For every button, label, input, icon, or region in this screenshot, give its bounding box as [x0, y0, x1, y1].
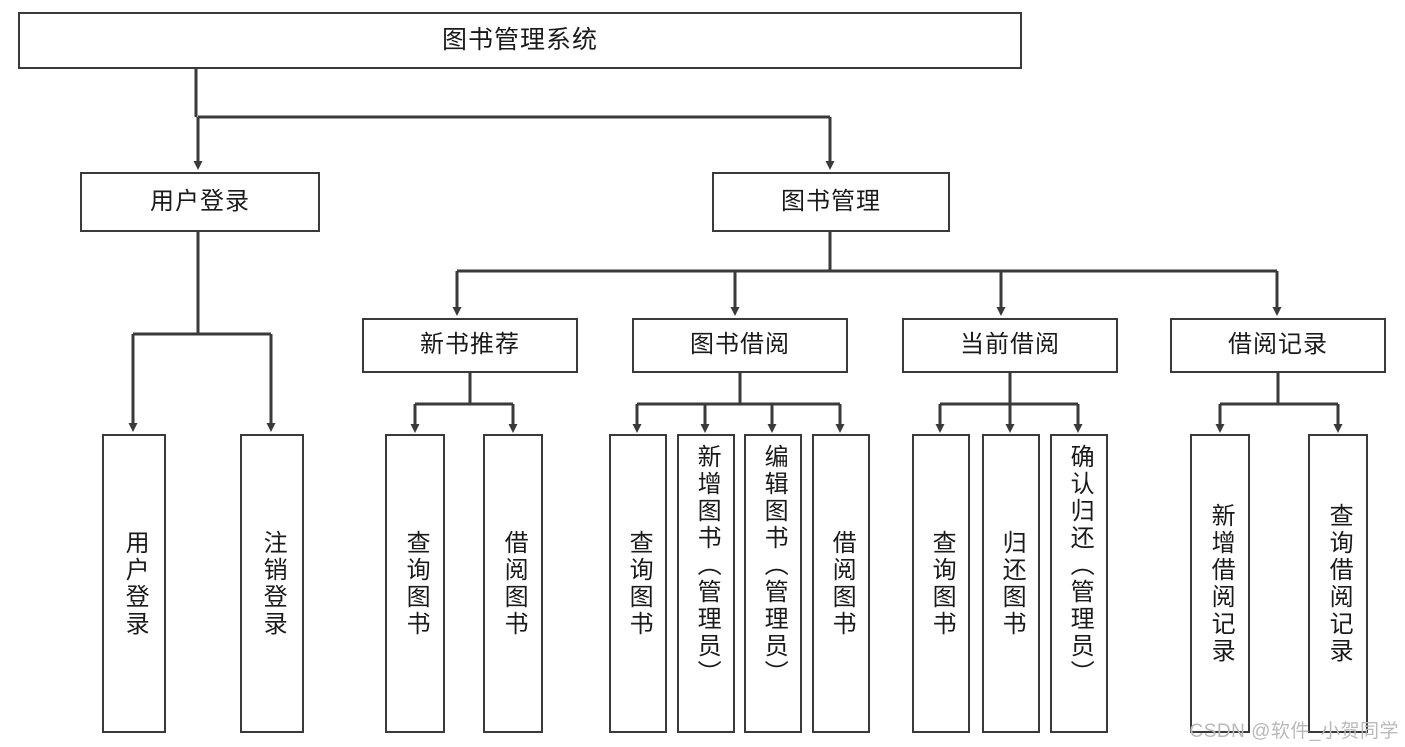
- node-leaf-edit-book-label: 编辑图书（管理员）: [760, 444, 788, 687]
- node-root[interactable]: 图书管理系统: [18, 12, 1022, 69]
- node-leaf-add-record-label: 新增借阅记录: [1207, 502, 1235, 665]
- node-leaf-user-login[interactable]: 用户登录: [102, 434, 166, 733]
- node-leaf-query-record-label: 查询借阅记录: [1325, 502, 1353, 665]
- node-leaf-borrow-book-br-label: 借阅图书: [828, 529, 856, 638]
- node-leaf-borrow-book-rec[interactable]: 借阅图书: [483, 434, 543, 733]
- node-leaf-query-book-cb[interactable]: 查询图书: [912, 434, 970, 733]
- node-book-manage[interactable]: 图书管理: [712, 172, 950, 232]
- node-user-login[interactable]: 用户登录: [80, 172, 320, 232]
- watermark-text: CSDN @软件_小贺同学: [1189, 721, 1399, 742]
- node-leaf-query-book-br-label: 查询图书: [625, 529, 653, 638]
- node-current-borrow[interactable]: 当前借阅: [902, 318, 1118, 373]
- node-book-borrow[interactable]: 图书借阅: [632, 318, 848, 373]
- node-leaf-query-book-cb-label: 查询图书: [928, 529, 956, 638]
- node-current-borrow-label: 当前借阅: [960, 331, 1060, 359]
- node-leaf-query-book-rec[interactable]: 查询图书: [385, 434, 445, 733]
- node-borrow-record[interactable]: 借阅记录: [1170, 318, 1386, 373]
- node-leaf-query-book-rec-label: 查询图书: [402, 529, 430, 638]
- node-leaf-confirm-return[interactable]: 确认归还（管理员）: [1050, 434, 1108, 733]
- node-leaf-confirm-return-label: 确认归还（管理员）: [1066, 444, 1094, 687]
- node-leaf-query-record[interactable]: 查询借阅记录: [1308, 434, 1368, 733]
- node-root-label: 图书管理系统: [441, 25, 598, 54]
- node-new-book-rec[interactable]: 新书推荐: [362, 318, 578, 373]
- node-borrow-record-label: 借阅记录: [1228, 331, 1328, 359]
- node-leaf-user-logout-label: 注销登录: [259, 529, 287, 638]
- node-new-book-rec-label: 新书推荐: [420, 331, 520, 359]
- node-leaf-query-book-br[interactable]: 查询图书: [609, 434, 667, 733]
- node-leaf-add-book[interactable]: 新增图书（管理员）: [677, 434, 735, 733]
- node-book-borrow-label: 图书借阅: [690, 331, 790, 359]
- node-leaf-edit-book[interactable]: 编辑图书（管理员）: [744, 434, 802, 733]
- node-leaf-add-record[interactable]: 新增借阅记录: [1190, 434, 1250, 733]
- node-leaf-return-book-label: 归还图书: [998, 529, 1026, 638]
- node-leaf-user-login-label: 用户登录: [121, 529, 149, 638]
- node-leaf-borrow-book-br[interactable]: 借阅图书: [812, 434, 870, 733]
- node-leaf-add-book-label: 新增图书（管理员）: [693, 444, 721, 687]
- node-leaf-return-book[interactable]: 归还图书: [982, 434, 1040, 733]
- node-leaf-borrow-book-rec-label: 借阅图书: [500, 529, 528, 638]
- node-leaf-user-logout[interactable]: 注销登录: [240, 434, 304, 733]
- node-user-login-label: 用户登录: [150, 187, 250, 215]
- node-book-manage-label: 图书管理: [781, 187, 881, 215]
